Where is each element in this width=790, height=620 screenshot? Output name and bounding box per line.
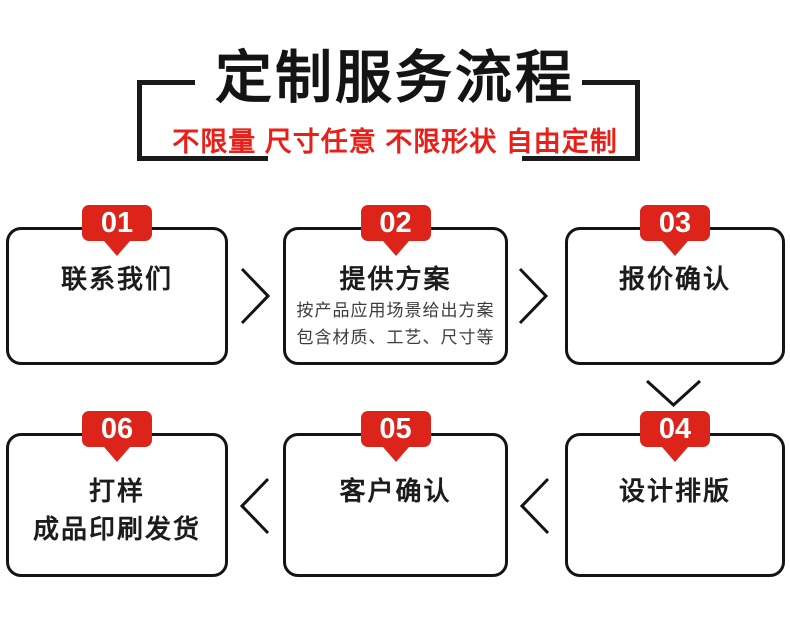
step-card-03: 03 报价确认 — [565, 205, 785, 365]
step-card-01: 01 联系我们 — [6, 205, 228, 365]
arrow-down-icon — [645, 379, 702, 407]
page-title: 定制服务流程 — [215, 46, 575, 110]
step-number-badge: 05 — [360, 411, 431, 447]
arrow-right-icon — [240, 267, 270, 325]
header-frame-right-top-bar — [582, 80, 640, 85]
step-card-04: 04 设计排版 — [565, 411, 785, 577]
step-number-badge: 03 — [640, 205, 710, 241]
step-number-badge: 01 — [82, 205, 152, 241]
step-title: 提供方案 — [339, 264, 452, 294]
step-card-05: 05 客户确认 — [283, 411, 508, 577]
header-frame-left-bottom-bar — [137, 156, 268, 161]
step-number-badge: 02 — [360, 205, 431, 241]
step-number-badge: 06 — [82, 411, 152, 447]
step-title-line2: 成品印刷发货 — [32, 514, 201, 544]
step-card-02: 02 提供方案 按产品应用场景给出方案 包含材质、工艺、尺寸等 — [283, 205, 508, 365]
arrow-left-icon — [520, 477, 550, 535]
step-number-badge: 04 — [640, 411, 710, 447]
step-note: 按产品应用场景给出方案 — [296, 301, 495, 320]
header-frame-right-side-bar — [635, 80, 640, 161]
step-card-06: 06 打样 成品印刷发货 — [6, 411, 228, 577]
step-title: 客户确认 — [339, 476, 452, 506]
step-title: 联系我们 — [60, 264, 173, 294]
header-frame-left-top-bar — [137, 80, 195, 85]
page-subtitle: 不限量 尺寸任意 不限形状 自由定制 — [172, 127, 618, 157]
header-frame-left-side-bar — [137, 80, 142, 161]
step-title: 报价确认 — [618, 264, 731, 294]
arrow-left-icon — [240, 477, 270, 535]
step-title: 打样 — [88, 476, 145, 506]
step-title: 设计排版 — [618, 476, 731, 506]
arrow-right-icon — [518, 267, 548, 325]
header-frame-right-bottom-bar — [522, 156, 640, 161]
step-note: 包含材质、工艺、尺寸等 — [296, 328, 495, 347]
